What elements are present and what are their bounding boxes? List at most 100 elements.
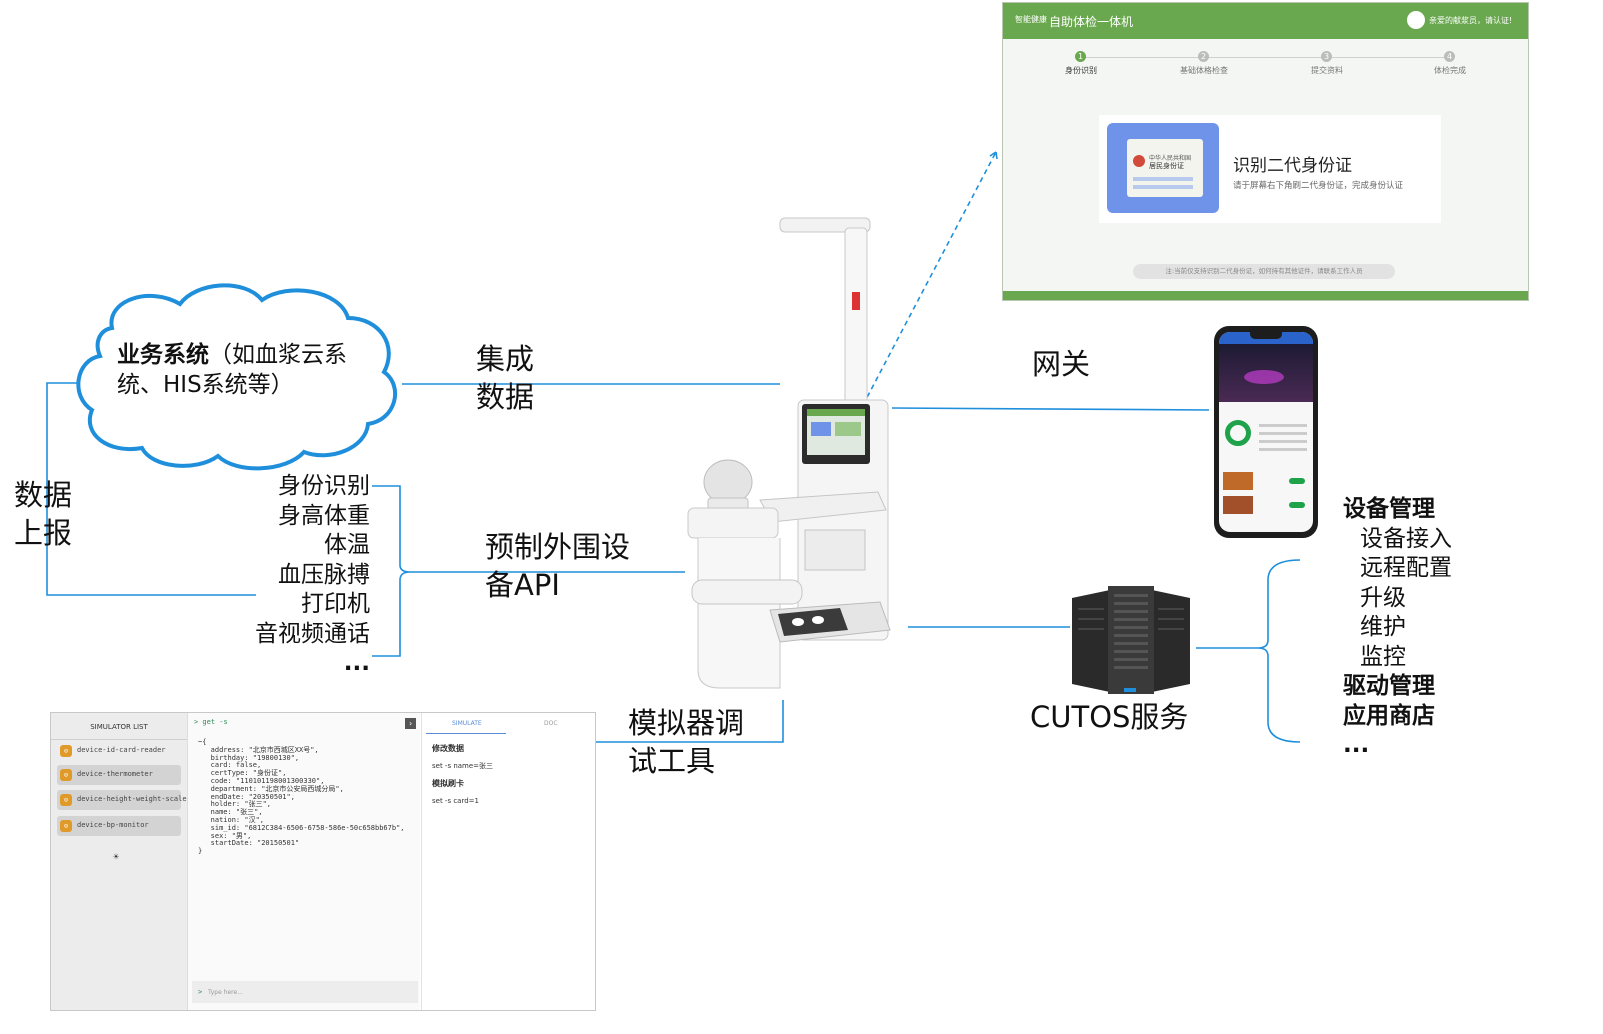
peripheral-item: 体温 [324,532,370,558]
console-code-line: certType: "身份证", [198,769,287,778]
step-label-2: 基础体格检查 [1180,66,1228,75]
label-data-report: 数据 上报 [14,476,72,552]
line-data-report [46,382,256,596]
card-hint: 请于屏幕右下角刷二代身份证，完成身份认证 [1233,181,1404,191]
console-input[interactable]: > Type here... [192,981,418,1003]
sim-device-label: device-height-weight-scale [77,795,187,803]
simulator-list-title: SIMULATOR LIST [90,723,148,731]
avatar [1407,11,1425,29]
tab-simulate[interactable]: SIMULATE [452,720,482,727]
device-icon: ⊙ [60,745,72,757]
console-code-line: holder: "张三", [198,800,272,809]
arrow-to-screen [862,151,997,406]
kiosk-footer [1003,291,1528,300]
cloud-label-rest-1: （如血浆云系 [209,342,347,368]
bracket-cutos [1196,559,1301,743]
kiosk-machine-illustration [687,217,891,689]
console-code-line: endDate: "20350501", [198,792,295,801]
console-code-line: address: "北京市西城区XX号", [198,745,319,754]
cloud-label: 业务系统（如血浆云系 统、HIS系统等） [117,340,347,400]
tab-doc[interactable]: DOC [544,720,558,727]
doc-cmd-swipe: set -s card=1 [432,797,479,805]
sim-device-item[interactable]: ⊙ device-id-card-reader [57,741,181,761]
kiosk-logo: 智能健康 [1015,15,1047,24]
console-code-line: ~{ [198,738,207,746]
label-gateway: 网关 [1032,347,1091,381]
cutos-item: 监控 [1360,643,1406,670]
mobile-phone [1214,326,1318,538]
doc-heading-swipe: 模拟刷卡 [432,779,464,788]
simulator-panel: SIMULATOR LIST ⊙ device-id-card-reader ⊙ d… [50,712,596,1011]
card-title: 识别二代身份证 [1233,156,1352,176]
phone-screen [1219,332,1313,532]
cloud-label-bold: 业务系统 [117,342,209,368]
kiosk-title: 自助体检一体机 [1049,15,1134,29]
console-input-placeholder: Type here... [208,989,243,996]
label-cutos: CUTOS服务 [1030,700,1189,734]
label-integrate-data: 集成 数据 [476,340,534,416]
device-icon: ⊙ [60,769,72,781]
step-label-1: 身份识别 [1065,66,1097,75]
label-peripheral-api-line2: 备API [485,568,560,602]
console-output: ~{ address: "北京市西城区XX号", birthday: "1980… [198,738,405,856]
label-simulator-line2: 试工具 [628,744,716,778]
peripheral-item: ... [343,650,370,676]
sim-device-label: device-id-card-reader [77,746,166,754]
console-code-line: } [198,847,203,856]
simulator-console: > get -s › ~{ address: "北京市西城区XX号", birt… [188,713,420,1010]
cutos-item: 设备管理 [1343,496,1435,522]
peripheral-item: 身份识别 [278,473,370,499]
kiosk-header: 智能健康 自助体检一体机 亲爱的献浆员，请认证! [1003,3,1528,39]
cutos-item: 应用商店 [1343,702,1435,729]
id-card-text-2: 居民身份证 [1149,162,1184,170]
sim-device-label: device-bp-monitor [77,821,149,829]
device-icon: ⊙ [60,794,72,806]
step-label-4: 体检完成 [1434,66,1466,75]
server-rack-icon [1072,586,1190,694]
peripheral-item: 身高体重 [278,502,370,529]
peripheral-item: 血压脉搏 [278,561,370,588]
label-integrate-data-line2: 数据 [476,380,535,414]
stepper-line [1081,57,1451,58]
cloud-shape [76,283,398,471]
label-integrate-data-line1: 集成 [476,342,535,376]
kiosk-screen-panel: 智能健康 自助体检一体机 亲爱的献浆员，请认证! 1 2 3 4 身份识别 基础… [1002,2,1529,301]
peripheral-item: 打印机 [301,591,370,617]
collapse-icon[interactable]: › [405,718,416,729]
bracket-peripherals [372,485,440,657]
peripheral-list: 身份识别 身高体重 体温 血压脉搏 打印机 音视频通话 ... [226,472,370,679]
label-peripheral-api: 预制外围设 备API [485,528,630,604]
cutos-list: 设备管理 设备接入 远程配置 升级 维护 监控 驱动管理 应用商店 ... [1343,495,1452,761]
notice-text: 注:当前仅支持识别二代身份证，如何持有其他证件，请联系工作人员 [1165,267,1363,275]
step-dot-2: 2 [1198,51,1209,62]
device-icon: ⊙ [60,820,72,832]
sim-device-item[interactable]: ⊙ device-thermometer [57,765,181,785]
cutos-item: 远程配置 [1360,555,1452,581]
id-card-text-1: 中华人民共和国 [1149,155,1192,162]
cloud-label-rest-2: 统、HIS系统等） [117,372,294,398]
kiosk-greeting: 亲爱的献浆员，请认证! [1429,16,1513,25]
simulator-doc-panel: SIMULATE DOC 修改数据 set -s name=张三 模拟刷卡 se… [421,713,595,1010]
doc-heading-edit: 修改数据 [432,744,464,753]
cutos-item: 设备接入 [1360,525,1452,552]
sim-device-item[interactable]: ⊙ device-height-weight-scale [57,790,187,810]
console-code-line: sim_id: "6812C384-6506-6758-586e-50c658b… [198,823,405,832]
console-code-line: birthday: "19800130", [198,753,300,762]
label-data-report-line2: 上报 [14,516,73,550]
console-code-line: department: "北京市公安局西城分局", [198,784,344,793]
add-device-icon[interactable]: ☀ [113,852,120,863]
sim-device-label: device-thermometer [77,770,153,778]
console-code-line: sex: "男", [198,831,252,840]
notice-pill: 注:当前仅支持识别二代身份证，如何持有其他证件，请联系工作人员 [1133,264,1395,279]
label-data-report-line1: 数据 [14,478,73,512]
id-card-icon: 中华人民共和国 居民身份证 [1107,123,1219,213]
console-code-line: name: "张三", [198,808,263,817]
peripheral-item: 音视频通话 [255,620,370,647]
step-dot-4: 4 [1444,51,1455,62]
console-command: > get -s [194,718,228,726]
console-code-line: startDate: "20150501" [198,839,300,848]
console-code-line: card: false, [198,761,262,770]
cutos-item: 升级 [1360,584,1406,611]
sim-device-item[interactable]: ⊙ device-bp-monitor [57,816,181,836]
